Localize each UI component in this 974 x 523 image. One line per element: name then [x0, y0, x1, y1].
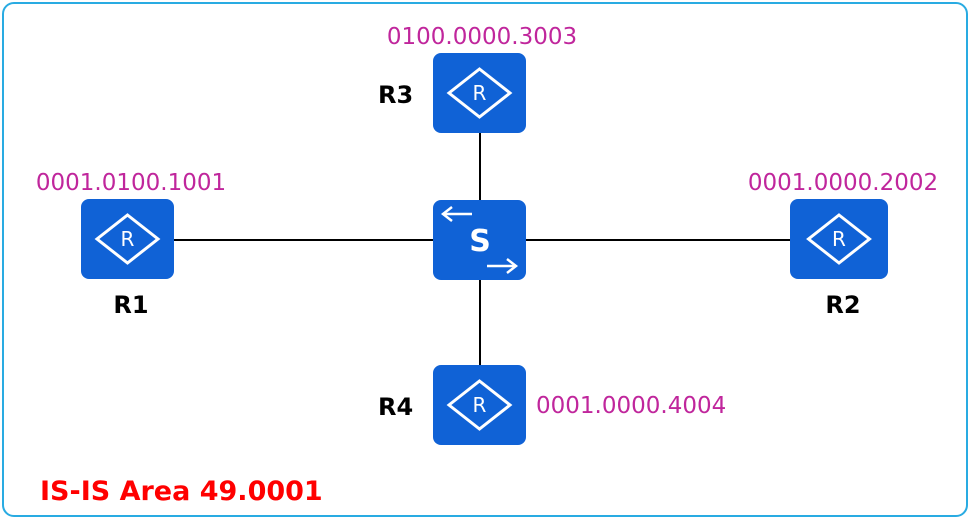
router-glyph: R [832, 227, 846, 251]
router-glyph: R [473, 81, 487, 105]
router-r4[interactable]: R [433, 365, 526, 445]
area-label: IS-IS Area 49.0001 [40, 476, 323, 507]
diagram-frame [2, 2, 968, 517]
switch-s[interactable]: S [433, 200, 526, 280]
arrow-right-icon [487, 258, 519, 274]
arrow-left-icon [440, 206, 472, 222]
router-label-r1: R1 [113, 291, 148, 319]
router-address-r4: 0001.0000.4004 [536, 393, 726, 419]
router-address-r1: 0001.0100.1001 [36, 170, 226, 196]
router-r1[interactable]: R [81, 199, 174, 279]
router-r3[interactable]: R [433, 53, 526, 133]
switch-glyph: S [469, 224, 491, 259]
router-glyph: R [121, 227, 135, 251]
router-glyph: R [473, 393, 487, 417]
router-label-r3: R3 [378, 81, 413, 109]
router-r2[interactable]: R [790, 199, 888, 279]
router-label-r4: R4 [378, 393, 413, 421]
router-address-r3: 0100.0000.3003 [387, 24, 577, 50]
router-address-r2: 0001.0000.2002 [748, 170, 938, 196]
router-label-r2: R2 [825, 291, 860, 319]
